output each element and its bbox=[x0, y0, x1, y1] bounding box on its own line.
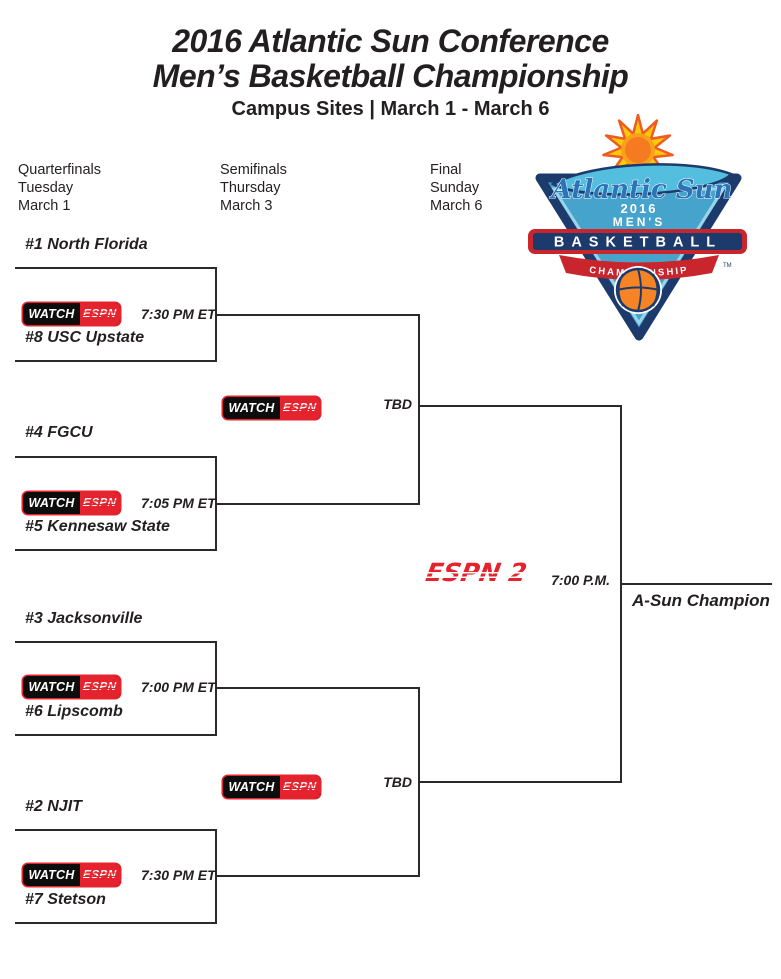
logo-mens-text: MEN'S bbox=[613, 215, 666, 229]
bracket-line bbox=[15, 922, 217, 924]
espn-label: ESPN bbox=[282, 402, 318, 414]
espn-logo: ESPN bbox=[80, 492, 120, 514]
bracket-line bbox=[418, 405, 622, 407]
page-title-line2: Men’s Basketball Championship bbox=[152, 58, 629, 94]
round-day: Tuesday bbox=[18, 180, 74, 196]
espn-label: ESPN bbox=[82, 681, 118, 693]
game-time: 7:05 PM ET bbox=[141, 495, 216, 511]
watch-label: WATCH bbox=[28, 868, 75, 882]
atlantic-sun-logo: BASKETBALL CHAMPIONSHIP TM bbox=[528, 114, 747, 341]
bracket-line bbox=[418, 781, 622, 783]
bracket-line bbox=[215, 687, 420, 689]
final-game-time: 7:00 P.M. bbox=[551, 572, 610, 588]
watchespn-badge: WATCH ESPN bbox=[23, 676, 120, 698]
watchespn-badge: WATCH ESPN bbox=[223, 776, 320, 798]
logo-brand-text: Atlantic Sun bbox=[549, 175, 733, 205]
bracket-line bbox=[15, 829, 217, 831]
espn-logo: ESPN bbox=[80, 676, 120, 698]
espn-label: ESPN bbox=[282, 781, 318, 793]
page-subtitle: Campus Sites | March 1 - March 6 bbox=[231, 98, 550, 120]
espn-label: ESPN bbox=[82, 869, 118, 881]
espn-label: ESPN bbox=[82, 308, 118, 320]
team-label: #8 USC Upstate bbox=[25, 329, 145, 346]
bracket-line bbox=[15, 549, 217, 551]
semifinal-result: TBD bbox=[383, 396, 412, 412]
espn-logo: ESPN bbox=[280, 397, 320, 419]
column-header-semifinals: Semifinals Thursday March 3 bbox=[220, 161, 287, 215]
champion-label: A-Sun Champion bbox=[632, 591, 770, 610]
team-label: #7 Stetson bbox=[25, 891, 106, 908]
watchespn-badge: WATCH ESPN bbox=[223, 397, 320, 419]
espn-label: ESPN bbox=[82, 497, 118, 509]
game-time: 7:30 PM ET bbox=[141, 867, 216, 883]
game-time: 7:00 PM ET bbox=[141, 679, 216, 695]
round-date: March 1 bbox=[18, 198, 71, 214]
round-day: Sunday bbox=[430, 180, 480, 196]
round-date: March 3 bbox=[220, 198, 273, 214]
bracket-line bbox=[620, 405, 622, 783]
logo-year-text: 2016 bbox=[621, 201, 658, 216]
brand-wave: Atlantic Sun bbox=[548, 163, 734, 206]
watch-label: WATCH bbox=[228, 780, 275, 794]
watch-label: WATCH bbox=[228, 401, 275, 415]
espn2-label: ESPN 2 bbox=[423, 558, 530, 587]
team-label: #3 Jacksonville bbox=[25, 610, 143, 627]
round-name: Final bbox=[430, 162, 462, 178]
bracket-line bbox=[15, 734, 217, 736]
bracket-line bbox=[215, 875, 420, 877]
team-label: #1 North Florida bbox=[25, 236, 148, 253]
watch-label: WATCH bbox=[28, 680, 75, 694]
watchespn-badge: WATCH ESPN bbox=[23, 864, 120, 886]
bracket-line bbox=[215, 503, 420, 505]
round-date: March 6 bbox=[430, 198, 483, 214]
basketball-icon bbox=[614, 266, 662, 314]
column-header-final: Final Sunday March 6 bbox=[430, 161, 482, 215]
round-name: Quarterfinals bbox=[18, 162, 102, 178]
team-label: #5 Kennesaw State bbox=[25, 518, 170, 535]
watchespn-badge: WATCH ESPN bbox=[23, 303, 120, 325]
logo-tm-text: TM bbox=[723, 263, 732, 269]
watchespn-badge: WATCH ESPN bbox=[23, 492, 120, 514]
team-label: #6 Lipscomb bbox=[25, 703, 123, 720]
bracket-line bbox=[15, 360, 217, 362]
round-name: Semifinals bbox=[220, 162, 287, 178]
watch-label: WATCH bbox=[28, 496, 75, 510]
bracket-line bbox=[15, 641, 217, 643]
logo-basketball-text: BASKETBALL bbox=[554, 235, 722, 251]
round-day: Thursday bbox=[220, 180, 281, 196]
team-label: #2 NJIT bbox=[25, 798, 82, 815]
bracket-line bbox=[15, 267, 217, 269]
column-header-quarterfinals: Quarterfinals Tuesday March 1 bbox=[18, 161, 101, 215]
page-title-line1: 2016 Atlantic Sun Conference bbox=[172, 23, 609, 59]
bracket-line bbox=[215, 314, 420, 316]
espn-logo: ESPN bbox=[80, 864, 120, 886]
game-time: 7:30 PM ET bbox=[141, 306, 216, 322]
team-label: #4 FGCU bbox=[25, 424, 93, 441]
basketball-band: BASKETBALL bbox=[528, 229, 747, 254]
espn-logo: ESPN bbox=[80, 303, 120, 325]
bracket-line bbox=[15, 456, 217, 458]
espn-logo: ESPN bbox=[280, 776, 320, 798]
semifinal-result: TBD bbox=[383, 774, 412, 790]
espn2-logo: ESPN 2 bbox=[423, 558, 530, 587]
watch-label: WATCH bbox=[28, 307, 75, 321]
bracket-line bbox=[418, 314, 420, 505]
bracket-line bbox=[620, 583, 772, 585]
